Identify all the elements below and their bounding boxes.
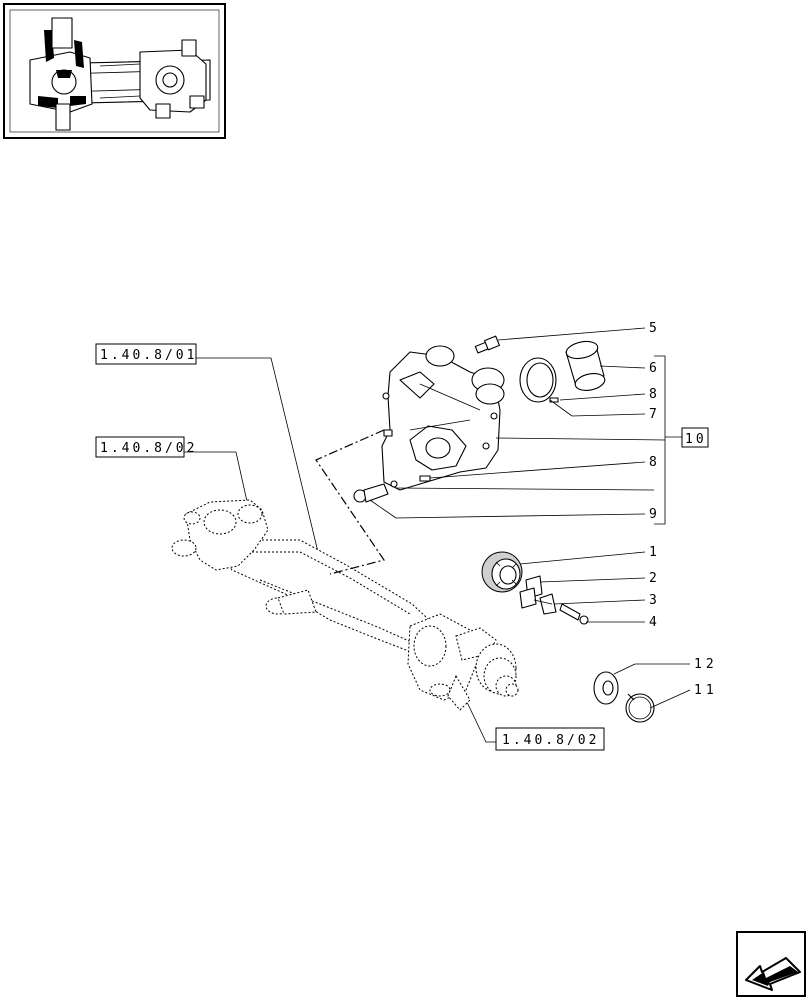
callout-8-lower: 8 — [649, 455, 657, 470]
reference-group-box[interactable]: 10 — [681, 427, 709, 448]
callout-12: 12 — [694, 657, 718, 672]
plate-part-3[interactable] — [519, 587, 557, 615]
splined-sleeve-part-1[interactable] — [481, 551, 523, 593]
callout-3: 3 — [649, 593, 657, 608]
front-axle-assembly-illustration — [171, 499, 519, 711]
reference-left-link[interactable]: 1.40.8/02 — [95, 436, 197, 458]
pin-part-8-upper[interactable] — [549, 397, 559, 403]
bushing-part-6[interactable] — [565, 339, 607, 393]
reference-upper-link-label: 1.40.8/01 — [100, 348, 197, 363]
callout-9: 9 — [649, 507, 657, 522]
reference-left-link-label: 1.40.8/02 — [100, 441, 197, 456]
callout-4: 4 — [649, 615, 657, 630]
reference-upper-link[interactable]: 1.40.8/01 — [95, 343, 197, 365]
axle-assembly-thumbnail-icon[interactable] — [3, 3, 226, 139]
screw-part-4[interactable] — [559, 603, 589, 625]
callout-leaders — [369, 327, 691, 709]
snap-ring-part-11[interactable] — [625, 693, 655, 723]
assembly-position-line — [315, 429, 385, 575]
steering-housing-part[interactable] — [381, 345, 505, 491]
seal-ring-part-7[interactable] — [519, 357, 557, 403]
callout-6: 6 — [649, 361, 657, 376]
callout-7: 7 — [649, 407, 657, 422]
washer-part-12[interactable] — [593, 671, 619, 705]
callout-2: 2 — [649, 571, 657, 586]
reference-group-label: 10 — [685, 432, 707, 447]
reference-lower-link-label: 1.40.8/02 — [502, 733, 599, 748]
previous-page-arrow-icon[interactable] — [736, 931, 806, 997]
bolt-part-9[interactable] — [353, 483, 389, 503]
reference-lower-link[interactable]: 1.40.8/02 — [495, 727, 605, 751]
callout-1: 1 — [649, 545, 657, 560]
callout-8-upper: 8 — [649, 387, 657, 402]
bolt-part-5[interactable] — [474, 335, 500, 354]
callout-11: 11 — [694, 683, 718, 698]
callout-5: 5 — [649, 321, 657, 336]
